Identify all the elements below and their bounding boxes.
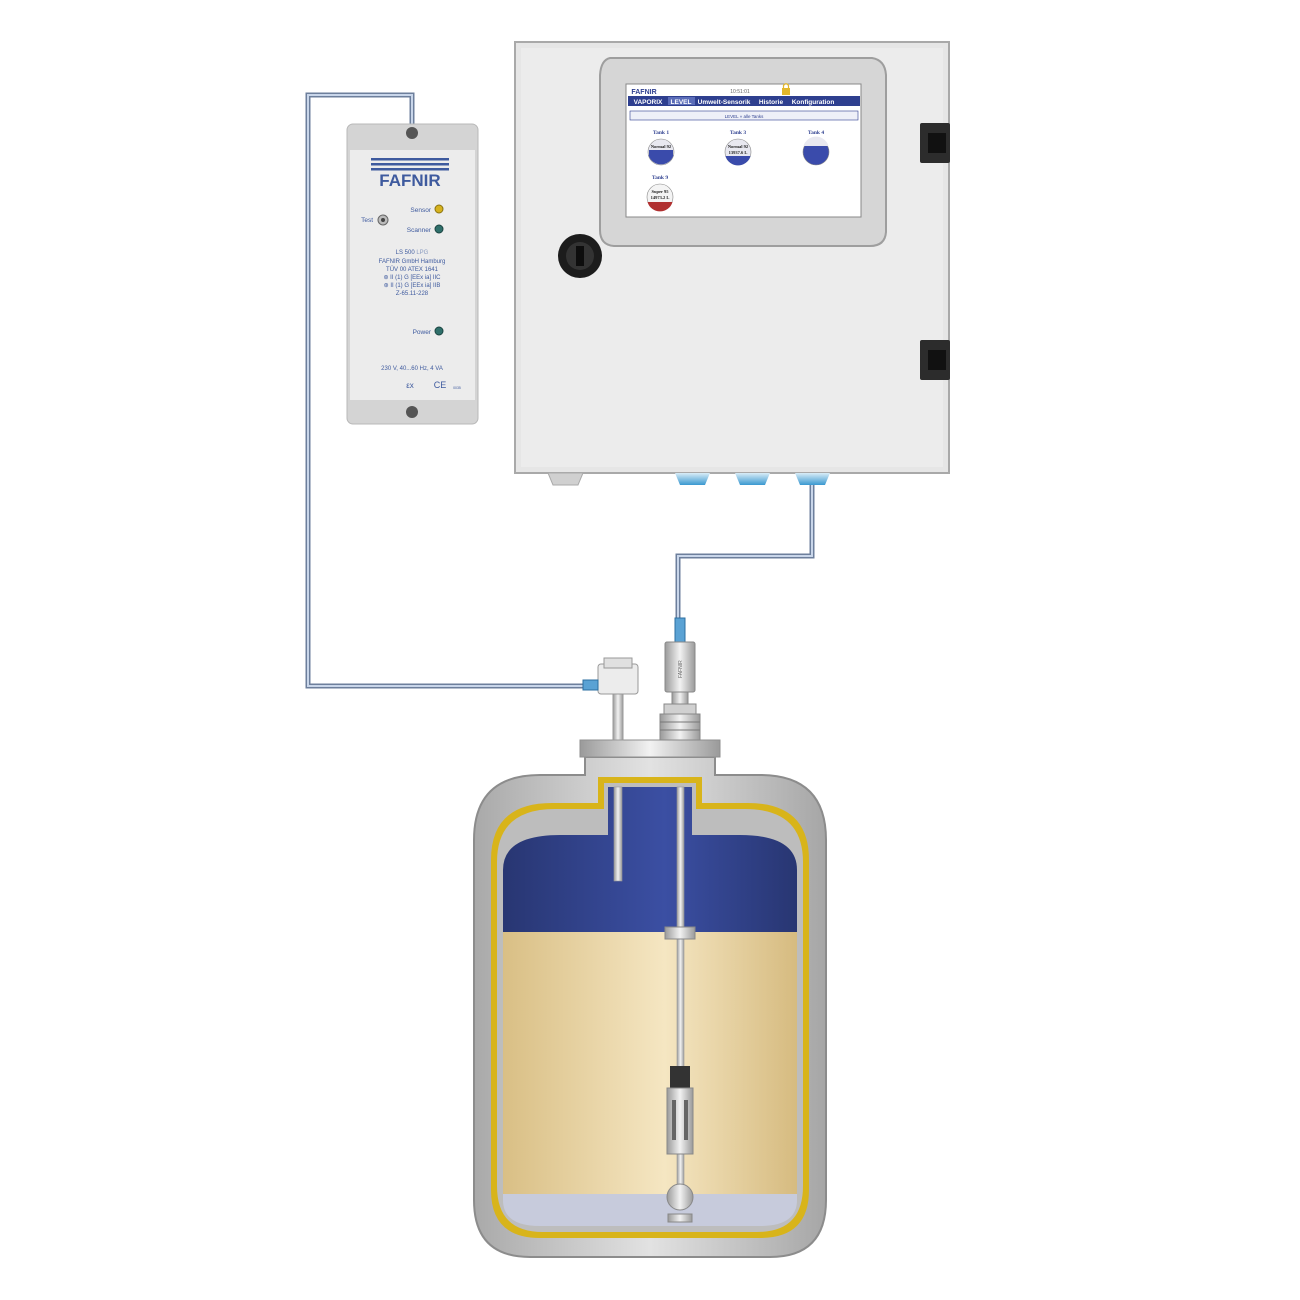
float-gas <box>664 926 696 940</box>
probe-float-ball <box>666 1183 694 1211</box>
cable-connector-icon <box>582 679 599 691</box>
ex-mark: εx <box>406 381 414 390</box>
hinge-top <box>920 123 950 163</box>
ce-number: 0035 <box>453 386 461 390</box>
cable-cabinet-to-probe <box>675 482 815 626</box>
tank-name: Tank 3 <box>730 130 746 136</box>
lpg-tank <box>473 739 827 1258</box>
tank-name: Tank 1 <box>653 130 669 136</box>
hinge-bottom <box>920 340 950 380</box>
cable-gland <box>675 473 710 485</box>
cable-gland <box>795 473 830 485</box>
dome-flange <box>579 739 721 758</box>
tank-name: Tank 9 <box>652 175 668 181</box>
test-label: Test <box>361 217 373 224</box>
level-probe-head: FAFNIR <box>659 617 701 741</box>
cert-line: FAFNIR GmbH Hamburg <box>379 259 446 265</box>
cert-line: ⊛ II (1) G [EEx ia] IIB <box>384 283 441 289</box>
sensor-label: Sensor <box>410 207 431 214</box>
key-lock[interactable] <box>558 234 602 278</box>
ce-mark: CE <box>434 380 447 390</box>
liquid-phase <box>503 932 797 1194</box>
power-led <box>434 326 444 336</box>
menu-item-level[interactable]: LEVEL <box>671 99 692 106</box>
fafnir-logo: FAFNIR <box>371 158 449 190</box>
scanner-led <box>434 224 444 234</box>
sensor-led <box>434 204 444 214</box>
probe-sensor-body <box>666 1087 694 1155</box>
menu-item-konfiguration[interactable]: Konfiguration <box>792 99 835 106</box>
screen-status-text: LEVEL » alle Tanks <box>725 114 765 119</box>
bottom-phase <box>503 1194 797 1226</box>
tank-gauge-9[interactable]: Tank 9 Super 95 14973.2 L <box>646 175 674 212</box>
cert-line: TÜV 00 ATEX 1641 <box>386 266 439 273</box>
screen-time: 10:51:01 <box>730 89 750 95</box>
screen-menu-bar <box>628 96 860 106</box>
cable-gland <box>547 472 584 486</box>
tank-product: Normal 92 <box>728 144 749 149</box>
menu-item-umwelt-sensorik[interactable]: Umwelt-Sensorik <box>698 99 751 106</box>
tank-name: Tank 4 <box>808 130 824 136</box>
probe-foot <box>667 1213 693 1223</box>
tank-gauge-3[interactable]: Tank 3 Normal 92 13937.6 L <box>724 130 752 166</box>
cable-gland <box>735 473 770 485</box>
touch-screen[interactable]: FAFNIR 10:51:01 VAPORIX LEVEL Umwelt-Sen… <box>625 83 862 218</box>
barrier-module: FAFNIR Sensor Test Scanner LS 500 LPG FA… <box>346 123 479 425</box>
cable-barrier-to-tank <box>305 92 583 689</box>
power-label: Power <box>413 329 432 336</box>
tank-volume: 13937.6 L <box>729 150 748 155</box>
screen-logo: FAFNIR <box>631 89 656 96</box>
screen-status-bar <box>629 110 859 121</box>
gas-phase <box>503 787 797 932</box>
control-cabinet: FAFNIR 10:51:01 VAPORIX LEVEL Umwelt-Sen… <box>514 41 950 486</box>
menu-item-vaporix[interactable]: VAPORIX <box>634 99 663 106</box>
sensor-tube <box>613 786 623 882</box>
menu-item-historie[interactable]: Historie <box>759 99 784 106</box>
mounting-screw-top <box>406 127 418 139</box>
cert-line: ⊛ II (1) G [EEx ia] IIC <box>383 275 441 281</box>
probe-label: FAFNIR <box>678 660 684 678</box>
lock-icon <box>782 83 790 95</box>
tank-volume: 14973.2 L <box>651 195 670 200</box>
probe-head-dark <box>670 1066 690 1088</box>
tank-gauge-1[interactable]: Tank 1 Normal 92 <box>647 130 675 166</box>
brand-label: FAFNIR <box>379 171 440 190</box>
model-label: LS 500 LPG <box>396 250 429 256</box>
tank-product: Super 95 <box>651 189 669 194</box>
tank-gauge-4[interactable]: Tank 4 <box>802 130 830 166</box>
scanner-label: Scanner <box>407 227 432 234</box>
sensor-connection-head <box>582 657 639 741</box>
cert-line: Z-65.11-228 <box>396 291 429 297</box>
mounting-screw-bottom <box>406 406 418 418</box>
tank-product: Normal 92 <box>651 144 672 149</box>
supply-label: 230 V, 40...60 Hz, 4 VA <box>381 366 443 372</box>
